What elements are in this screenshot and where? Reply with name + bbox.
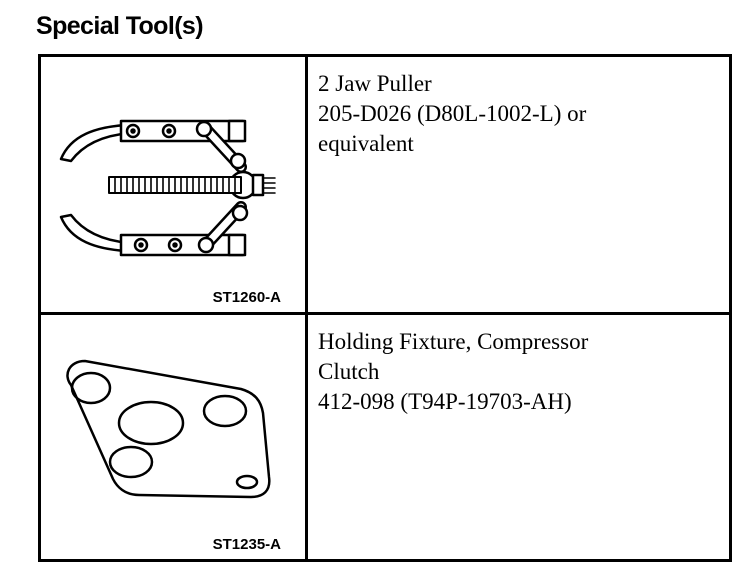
- tool-name-continued: Clutch: [318, 359, 380, 384]
- table-row: ST1260-A 2 Jaw Puller 205-D026 (D80L-100…: [41, 57, 729, 315]
- page-title: Special Tool(s): [36, 12, 204, 40]
- holding-fixture-plate-icon: [66, 359, 271, 499]
- tool-description: Holding Fixture, Compressor Clutch 412-0…: [308, 315, 729, 559]
- table-row: ST1235-A Holding Fixture, Compressor Clu…: [41, 315, 729, 559]
- tool-name: 2 Jaw Puller: [318, 71, 432, 96]
- tool-image-cell: ST1235-A: [41, 315, 308, 559]
- tool-part-number: 205-D026 (D80L-1002-L) or: [318, 101, 587, 126]
- tool-name: Holding Fixture, Compressor: [318, 329, 589, 354]
- tool-note: equivalent: [318, 131, 414, 156]
- two-jaw-puller-icon: [59, 119, 276, 257]
- tool-image-cell: ST1260-A: [41, 57, 308, 312]
- tool-code: ST1260-A: [212, 289, 281, 306]
- special-tools-table: ST1260-A 2 Jaw Puller 205-D026 (D80L-100…: [38, 54, 732, 562]
- tool-description: 2 Jaw Puller 205-D026 (D80L-1002-L) or e…: [308, 57, 729, 312]
- tool-code: ST1235-A: [212, 536, 281, 553]
- tool-part-number: 412-098 (T94P-19703-AH): [318, 389, 572, 414]
